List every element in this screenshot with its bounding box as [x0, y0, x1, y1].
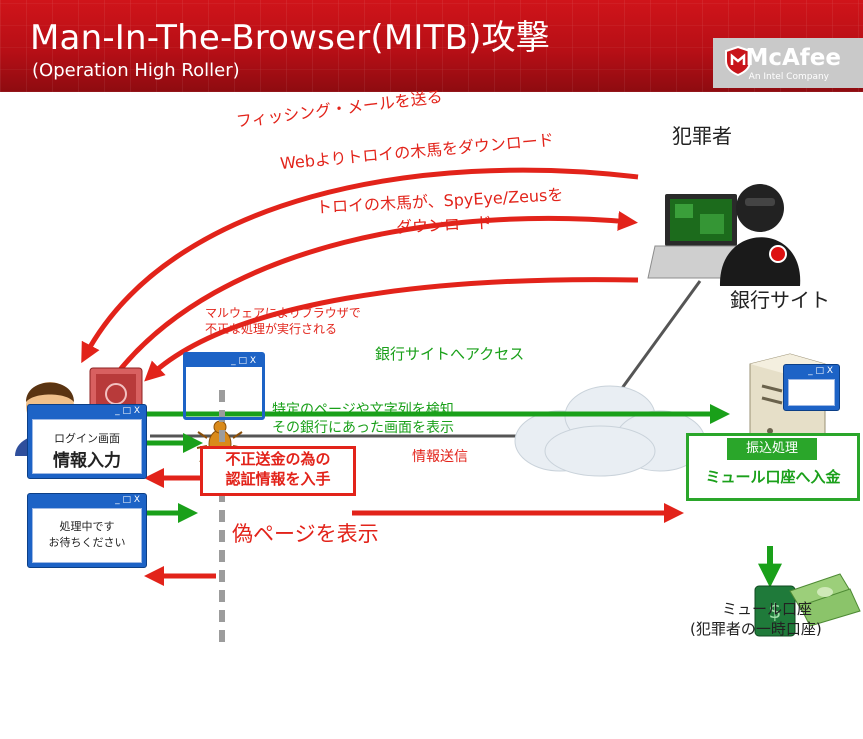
malware-browser-window: _ □ X	[183, 352, 265, 420]
processing-window-body: 処理中です お待ちください	[32, 508, 142, 563]
info-input-label: 情報入力	[53, 451, 121, 471]
criminal-link-line	[618, 280, 702, 392]
spyeye-download-arrow	[144, 277, 639, 382]
processing-text: 処理中です	[59, 520, 115, 533]
criminal-laptop-icon	[647, 194, 753, 279]
info-send-label: 情報送信	[412, 449, 468, 465]
download-trojan-arrow	[113, 210, 638, 378]
flow-divider	[219, 390, 225, 647]
fake-page-label: 偽ページを表示	[232, 522, 379, 546]
internet-cloud	[514, 385, 706, 477]
login-screen-label: ログイン画面	[54, 432, 120, 445]
window-body	[788, 379, 835, 406]
fraud-line-1: 不正送金の為の	[225, 450, 331, 468]
window-controls: _ □ X	[186, 355, 262, 367]
title-banner: Man-In-The-Browser(MITB)攻撃 (Operation Hi…	[0, 0, 863, 92]
mule-account-label: ミュール口座	[722, 600, 813, 618]
brand-tagline: An Intel Company	[748, 72, 829, 82]
mcafee-shield-icon	[725, 46, 751, 76]
processing-window: _ □ X 処理中です お待ちください	[27, 493, 147, 568]
bank-site-label: 銀行サイト	[730, 288, 830, 312]
transfer-title: 振込処理	[727, 438, 817, 460]
brand-logo: McAfee	[745, 45, 841, 71]
window-controls: _ □ X	[808, 366, 833, 376]
detect-label-1: 特定のページや文字列を検知	[272, 402, 454, 418]
window-controls: _ □ X	[115, 406, 140, 416]
fraud-line-2: 認証情報を入手	[225, 470, 331, 488]
svg-text:$: $	[769, 599, 782, 623]
phishing-arrow	[81, 167, 639, 364]
malware-label-1: マルウェアによりブラウザで	[205, 306, 361, 320]
spyeye-label-2: ダウンロード	[395, 212, 493, 237]
malware-label-2: 不正な処理が実行される	[205, 322, 338, 336]
money-stack-icon: $	[754, 573, 861, 637]
detect-label-2: その銀行にあった画面を表示	[272, 420, 454, 436]
page-title: Man-In-The-Browser(MITB)攻撃	[30, 18, 550, 58]
window-controls: _ □ X	[115, 495, 140, 505]
login-window-body: ログイン画面 情報入力	[32, 419, 142, 474]
mule-deposit-label: ミュール口座へ入金	[705, 468, 841, 486]
criminal-label: 犯罪者	[672, 124, 732, 148]
please-wait-text: お待ちください	[48, 536, 126, 549]
page-subtitle: (Operation High Roller)	[32, 60, 240, 81]
mule-account-note: (犯罪者の一時口座)	[690, 620, 822, 638]
bank-browser-window: _ □ X	[783, 364, 840, 411]
bank-access-label: 銀行サイトへアクセス	[375, 345, 525, 363]
fraud-credentials-box: 不正送金の為の 認証情報を入手	[200, 446, 356, 496]
login-window: _ □ X ログイン画面 情報入力	[27, 404, 147, 479]
transfer-process-box: 振込処理 ミュール口座へ入金	[686, 433, 860, 501]
criminal-icon	[719, 184, 801, 286]
